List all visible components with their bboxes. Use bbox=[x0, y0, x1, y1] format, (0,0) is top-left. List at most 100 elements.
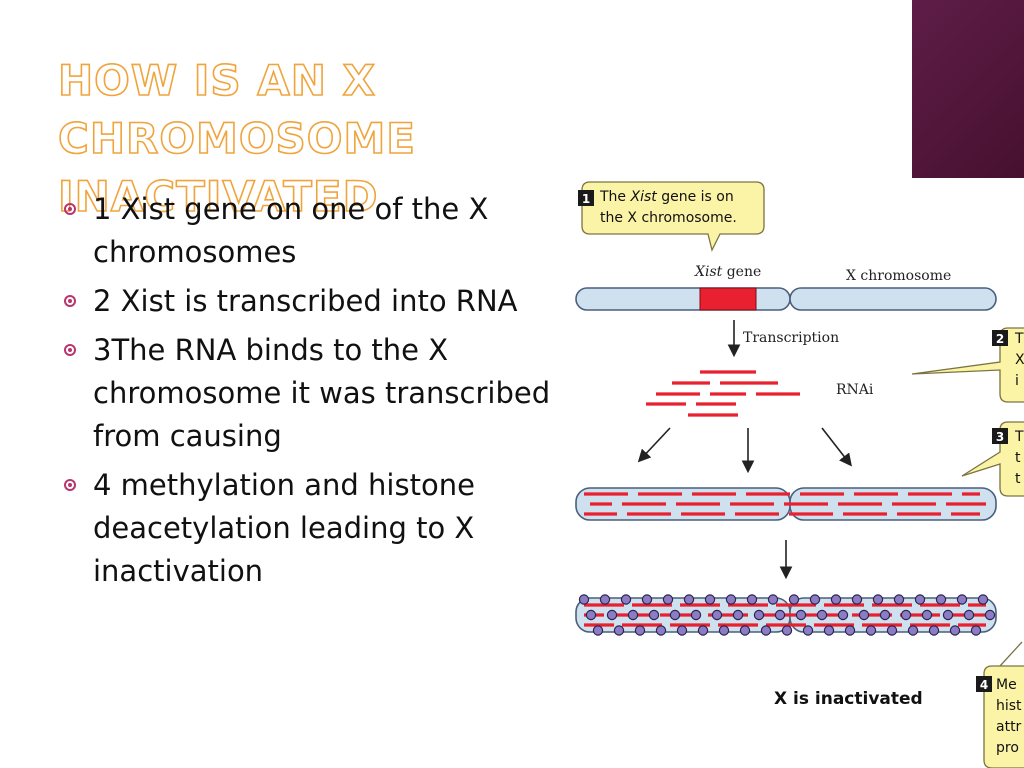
callout-step-2: 2 T X i bbox=[911, 327, 1024, 403]
step-4-line1: Me bbox=[996, 677, 1017, 693]
inactivated-label: X is inactivated bbox=[774, 689, 923, 709]
protein-dot bbox=[676, 625, 688, 636]
protein-dot bbox=[816, 609, 828, 621]
protein-dot bbox=[690, 609, 702, 621]
protein-dot bbox=[956, 594, 968, 605]
protein-dot bbox=[655, 625, 667, 636]
callout-step-4: 4 Me hist attr pro bbox=[976, 641, 1024, 768]
protein-dot bbox=[921, 609, 933, 621]
bullet-item-2: 2 Xist is transcribed into RNA bbox=[62, 280, 552, 323]
protein-dot bbox=[746, 594, 758, 605]
protein-dot bbox=[809, 594, 821, 605]
protein-dot bbox=[872, 594, 884, 605]
xist-gene-label: Xist gene bbox=[694, 264, 761, 280]
bullet-text-1: 1 Xist gene on one of the X chromosomes bbox=[93, 192, 489, 269]
protein-dot bbox=[900, 609, 912, 621]
protein-dot bbox=[627, 609, 639, 621]
protein-dot bbox=[935, 594, 947, 605]
protein-dot bbox=[984, 609, 996, 621]
step-4-line3: attr bbox=[996, 719, 1022, 735]
protein-dot bbox=[725, 594, 737, 605]
protein-dot bbox=[662, 594, 674, 605]
bullet-list: 1 Xist gene on one of the X chromosomes … bbox=[62, 188, 552, 599]
protein-dot bbox=[928, 625, 940, 636]
bullet-icon bbox=[64, 203, 76, 215]
protein-dot bbox=[970, 625, 982, 636]
protein-dot bbox=[844, 625, 856, 636]
corner-accent bbox=[912, 0, 1024, 178]
protein-dot bbox=[837, 609, 849, 621]
protein-dot bbox=[851, 594, 863, 605]
protein-dot bbox=[711, 609, 723, 621]
protein-dot bbox=[781, 625, 793, 636]
protein-dot bbox=[963, 609, 975, 621]
bullet-text-2: 2 Xist is transcribed into RNA bbox=[93, 284, 518, 318]
protein-dot bbox=[753, 609, 765, 621]
protein-dot bbox=[795, 609, 807, 621]
protein-dot bbox=[697, 625, 709, 636]
step-1-number: 1 bbox=[582, 192, 590, 206]
step-2-number: 2 bbox=[996, 332, 1004, 346]
protein-dot bbox=[592, 625, 604, 636]
bullet-text-4: 4 methylation and histone deacetylation … bbox=[93, 468, 475, 588]
step-2-line1: T bbox=[1014, 331, 1024, 347]
bullet-icon bbox=[64, 344, 76, 356]
protein-dot bbox=[620, 594, 632, 605]
bullet-text-3: 3The RNA binds to the X chromosome it wa… bbox=[93, 333, 551, 453]
x-chromosome-inactivated bbox=[575, 594, 997, 636]
x-inactivation-diagram: 1 The Xist gene is on the X chromosome. … bbox=[575, 181, 1024, 768]
step-3-line2: t bbox=[1015, 450, 1021, 466]
bullet-item-4: 4 methylation and histone deacetylation … bbox=[62, 464, 552, 593]
xist-gene-segment bbox=[699, 287, 757, 311]
protein-dot bbox=[802, 625, 814, 636]
protein-dot bbox=[648, 609, 660, 621]
protein-dots bbox=[578, 594, 996, 636]
step-4-number: 4 bbox=[980, 678, 988, 692]
callout-step-1: 1 The Xist gene is on the X chromosome. bbox=[578, 181, 765, 252]
step-2-number-box bbox=[992, 330, 1008, 346]
protein-dot bbox=[669, 609, 681, 621]
protein-dot bbox=[914, 594, 926, 605]
bullet-item-3: 3The RNA binds to the X chromosome it wa… bbox=[62, 329, 552, 458]
callout-step-3: 3 T t t bbox=[961, 421, 1024, 497]
bound-rna bbox=[584, 492, 986, 516]
protein-dot bbox=[942, 609, 954, 621]
bullet-icon bbox=[64, 479, 76, 491]
protein-dot bbox=[886, 625, 898, 636]
protein-dot bbox=[949, 625, 961, 636]
rna-strands bbox=[646, 370, 800, 417]
step-2-line3: i bbox=[1015, 373, 1019, 389]
transcription-label: Transcription bbox=[743, 330, 839, 346]
step-3-number: 3 bbox=[996, 430, 1004, 444]
bullet-icon bbox=[64, 295, 76, 307]
protein-dot bbox=[641, 594, 653, 605]
protein-dot bbox=[865, 625, 877, 636]
slide-title: How is an X chromosome inactivated bbox=[57, 55, 416, 222]
step-3-line3: t bbox=[1015, 471, 1021, 487]
step-4-line2: hist bbox=[996, 698, 1022, 714]
protein-dot bbox=[613, 625, 625, 636]
protein-dot bbox=[739, 625, 751, 636]
step-4-number-box bbox=[976, 676, 992, 692]
bullet-item-1: 1 Xist gene on one of the X chromosomes bbox=[62, 188, 552, 274]
step-3-line1: T bbox=[1014, 429, 1024, 445]
rnai-label: RNAi bbox=[836, 382, 874, 398]
binding-arrow-right bbox=[821, 427, 852, 467]
protein-dot bbox=[585, 609, 597, 621]
protein-dot bbox=[774, 609, 786, 621]
protein-dot bbox=[578, 594, 590, 605]
protein-dot bbox=[858, 609, 870, 621]
x-chromosome-top bbox=[575, 287, 997, 311]
protein-dot bbox=[704, 594, 716, 605]
x-chromosome-label: X chromosome bbox=[846, 268, 951, 284]
protein-dot bbox=[760, 625, 772, 636]
protein-dot bbox=[788, 594, 800, 605]
protein-dot bbox=[732, 609, 744, 621]
x-chromosome-rna-coated bbox=[575, 487, 997, 521]
protein-dot bbox=[599, 594, 611, 605]
binding-arrow-left bbox=[637, 427, 671, 463]
step-3-number-box bbox=[992, 428, 1008, 444]
step-1-line1: The Xist gene is on bbox=[599, 189, 734, 205]
protein-dot bbox=[893, 594, 905, 605]
protein-dot bbox=[767, 594, 779, 605]
